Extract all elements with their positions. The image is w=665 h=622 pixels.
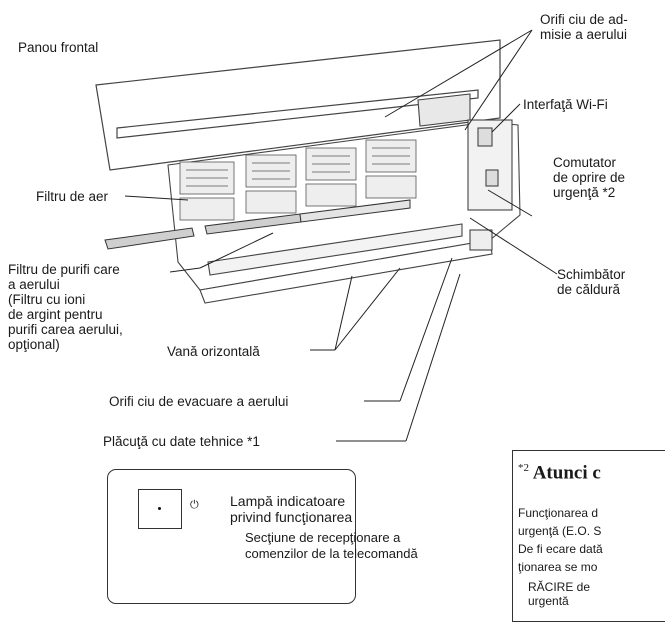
label-nameplate: Plăcuţă cu date tehnice *1: [103, 434, 260, 449]
label-remote-receiver: Secţiune de recepţionare a comenzilor de…: [245, 530, 418, 561]
label-air-outlet: Orifi ciu de evacuare a aerului: [109, 394, 289, 409]
remote-receiver-window: [138, 489, 182, 529]
note-title-text: Atunci c: [532, 462, 601, 484]
air-filter-drawing: [179, 139, 417, 221]
label-heat-exchanger: Schimbător de căldură: [557, 267, 626, 297]
receiver-dot: [158, 507, 161, 510]
label-air-filter: Filtru de aer: [36, 189, 109, 204]
note-marker: *2: [518, 462, 529, 474]
note-body: Funcţionarea d urgenţă (E.O. S De fi eca…: [518, 506, 603, 574]
front-panel-drawing: [95, 39, 501, 171]
label-horizontal-vane: Vană orizontală: [167, 344, 260, 359]
label-emergency-switch: Comutator de oprire de urgenţă *2: [553, 155, 626, 200]
label-indicator-lamp: Lampă indicatoare privind funcţionarea: [230, 493, 353, 525]
label-wifi: Interfaţă Wi-Fi: [523, 97, 608, 112]
note-sub: RĂCIRE de urgentă: [528, 580, 591, 608]
note-box: [512, 450, 665, 622]
note-title: *2 Atunci c: [518, 462, 601, 484]
power-icon: ⏻: [190, 498, 199, 511]
indicator-inset-box: [107, 469, 356, 604]
label-air-intake: Orifi ciu de ad- misie a aerului: [540, 12, 628, 42]
label-purifier-filter: Filtru de purifi care a aerului (Filtru …: [8, 262, 123, 352]
purifier-filter-drawing: [104, 199, 411, 250]
label-front-panel: Panou frontal: [18, 40, 99, 55]
